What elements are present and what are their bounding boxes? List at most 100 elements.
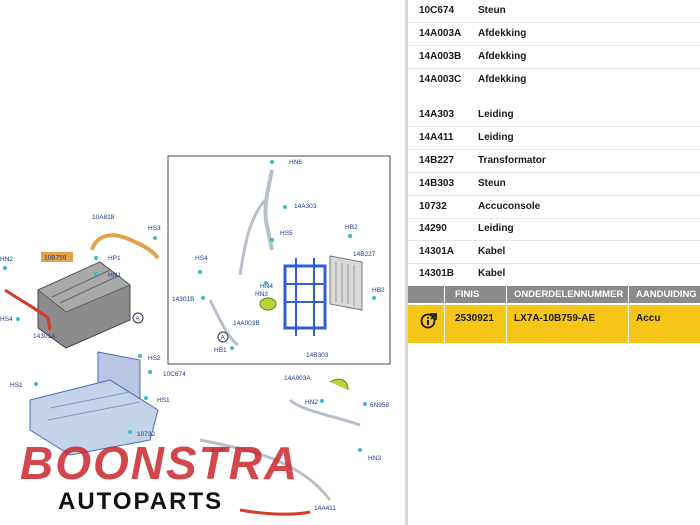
label-14301b: 14301B (172, 296, 194, 303)
label-14301a: 14301A (33, 333, 56, 340)
highlight-label: 10B759 (44, 255, 67, 262)
inset-frame (167, 155, 391, 365)
label-4290: 4290 (211, 447, 226, 454)
cover-14a003a (329, 378, 349, 391)
label-10a818: 10A818 (92, 214, 115, 221)
watermark-brand: BOONSTRA (20, 437, 300, 489)
selected-part-row[interactable]: 2530921 LX7A-10B759-AE Accu (408, 305, 700, 343)
line-14a303 (263, 169, 274, 251)
header-divider (506, 286, 507, 303)
label-hp1: HP1 (108, 255, 121, 262)
label-hs5: HS5 (280, 230, 293, 237)
parts-row[interactable]: 14A003A Afdekking (408, 23, 700, 46)
diagram-svg: A A 10B759 HN6 14A303 HS5 HB2 14B227 HS4… (0, 155, 391, 516)
part-code: 14A003B (419, 51, 462, 62)
part-code: 14B303 (419, 178, 455, 189)
label-14a003a: 14A003A (284, 375, 311, 382)
parts-row-spacer (408, 92, 700, 104)
label-14a003b: 14A003B (233, 320, 260, 327)
tray-10732 (29, 379, 159, 456)
part-code: 10732 (419, 201, 447, 212)
label-14a411: 14A411 (314, 505, 336, 512)
fastener-dots (3, 160, 376, 452)
panel-divider[interactable] (405, 0, 408, 525)
cover-14a003b (259, 297, 277, 311)
header-divider (444, 286, 445, 303)
label-hb2-a: HB2 (345, 224, 358, 231)
parts-row[interactable]: 14A003C Afdekking (408, 69, 700, 91)
label-14a303: 14A303 (294, 203, 317, 210)
label-6n958: 6N958 (370, 402, 390, 409)
transformer-14b227 (329, 255, 363, 311)
label-10732: 10732 (137, 431, 155, 438)
exploded-parts-diagram: A A 10B759 HN6 14A303 HS5 HB2 14B227 HS4… (0, 155, 391, 516)
callout-a-2 (217, 331, 229, 343)
part-name: Afdekking (478, 28, 527, 39)
cable-14301a (4, 288, 52, 331)
label-hn6: HN6 (289, 159, 302, 166)
parts-row[interactable]: 14B227 Transformator (408, 150, 700, 173)
cable-14301b (208, 299, 239, 347)
part-name: Afdekking (478, 74, 527, 85)
label-hs1-b: HS1 (157, 397, 170, 404)
line-14a303-b (238, 199, 267, 276)
part-name: Steun (478, 5, 506, 16)
header-divider (628, 286, 629, 303)
part-code: 14A003C (419, 74, 462, 85)
label-hs4-main: HS4 (0, 316, 13, 323)
part-name: Leiding (478, 132, 514, 143)
header-designation: AANDUIDING (636, 289, 697, 300)
part-code: 10C674 (419, 5, 455, 16)
part-code: 14B227 (419, 155, 455, 166)
label-hs4: HS4 (195, 255, 208, 262)
callout-a-2-label: A (221, 335, 226, 342)
watermark-subtitle: AUTOPARTS (58, 488, 224, 515)
parts-row[interactable]: 10732 Accuconsole (408, 196, 700, 219)
parts-row[interactable]: 14290 Leiding (408, 218, 700, 241)
line-14a411 (199, 438, 332, 501)
part-name: Kabel (478, 246, 506, 257)
label-14b303: 14B303 (306, 352, 329, 359)
label-hn2-lower: HN2 (305, 399, 318, 406)
battery-10b759 (37, 261, 131, 349)
parts-row[interactable]: 14301A Kabel (408, 241, 700, 264)
parts-row[interactable]: 14A411 Leiding (408, 127, 700, 150)
parts-row[interactable]: 14301B Kabel (408, 263, 700, 285)
row-divider (506, 305, 507, 343)
part-code: 14301A (419, 246, 455, 257)
row-divider (444, 305, 445, 343)
header-finis: FINIS (455, 289, 480, 300)
row-divider (628, 305, 629, 343)
cable-10a818 (90, 233, 160, 260)
part-name: Kabel (478, 268, 506, 279)
label-14b227: 14B227 (353, 251, 376, 258)
part-code: 14290 (419, 223, 447, 234)
part-name: Leiding (478, 109, 514, 120)
label-hb2-b: HB2 (372, 287, 385, 294)
parts-row[interactable]: 14B303 Steun (408, 173, 700, 196)
parts-row[interactable]: 10C674 Steun (408, 0, 700, 23)
part-name: Afdekking (478, 51, 527, 62)
part-code: 14A303 (419, 109, 455, 120)
highlight-label-box (41, 252, 73, 262)
label-hn1: HN1 (108, 272, 121, 279)
parts-row[interactable]: 14A003B Afdekking (408, 46, 700, 69)
part-code: 14A411 (419, 132, 454, 143)
info-arrow-icon[interactable] (419, 310, 439, 333)
label-hs3: HS3 (148, 225, 161, 232)
part-name: Leiding (478, 223, 514, 234)
part-name: Steun (478, 178, 506, 189)
label-hn2: HN2 (0, 256, 13, 263)
parts-row[interactable]: 14A303 Leiding (408, 104, 700, 127)
part-code: 14A003A (419, 28, 462, 39)
bracket-14b303 (283, 258, 327, 336)
label-hn3-lower: HN3 (368, 455, 381, 462)
label-10c674: 10C674 (163, 371, 186, 378)
callout-a-1 (132, 312, 144, 324)
label-hn4: HN4 (260, 283, 273, 290)
label-hn3: HN3 (255, 291, 268, 298)
line-lower-1 (288, 398, 361, 427)
selection-table-header: FINIS ONDERDELENNUMMER AANDUIDING (408, 286, 700, 303)
label-hb1: HB1 (214, 347, 227, 354)
part-name: Transformator (478, 155, 546, 166)
